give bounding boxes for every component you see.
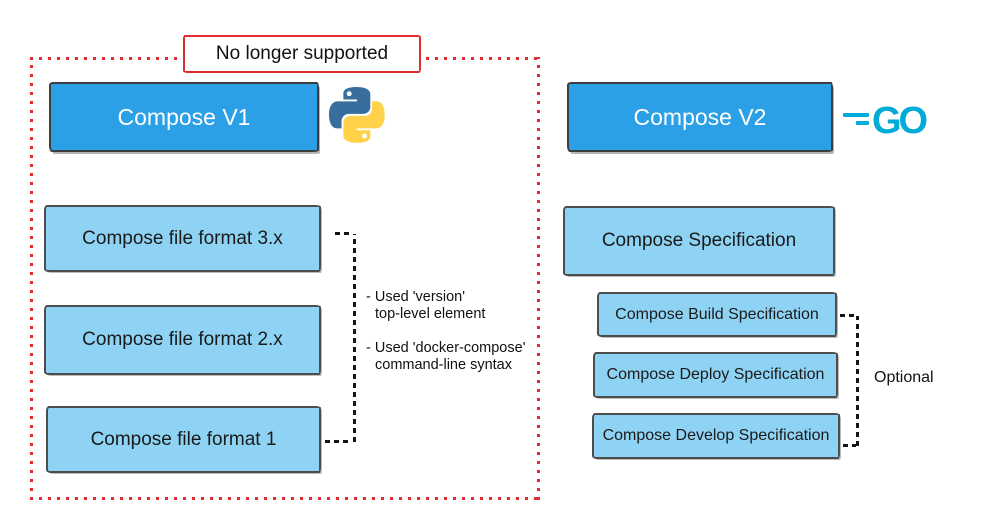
deprecated-region-border-right [537, 57, 540, 500]
compose-v1-header: Compose V1 [49, 82, 319, 152]
left-bracket-top-stub [335, 232, 352, 235]
note-docker-compose-line1: - Used 'docker-compose' [366, 340, 526, 357]
no-longer-supported-label: No longer supported [183, 35, 421, 73]
box-compose-specification: Compose Specification [563, 206, 835, 276]
box-compose-file-format-1-label: Compose file format 1 [90, 428, 277, 450]
right-bracket-top-stub [840, 314, 855, 317]
box-compose-deploy-specification: Compose Deploy Specification [593, 352, 838, 398]
box-compose-file-format-3x-label: Compose file format 3.x [82, 227, 283, 249]
note-version-line2: top-level element [375, 306, 486, 323]
right-bracket-line [856, 316, 859, 446]
python-icon [329, 86, 385, 144]
optional-label: Optional [874, 369, 934, 386]
note-docker-compose-line2: command-line syntax [375, 357, 512, 374]
note-docker-compose: - Used 'docker-compose' command-line syn… [366, 340, 546, 374]
go-speed-lines [843, 113, 869, 125]
no-longer-supported-text: No longer supported [215, 43, 389, 64]
box-compose-file-format-1: Compose file format 1 [46, 406, 321, 473]
right-bracket-bottom-stub [843, 444, 856, 447]
left-bracket-bottom-stub [325, 440, 352, 443]
deprecated-region-border-left [30, 57, 33, 500]
compose-v2-header: Compose V2 [567, 82, 833, 152]
go-icon: GO [843, 100, 928, 142]
left-bracket-line [353, 234, 356, 442]
compose-v1-title: Compose V1 [117, 103, 251, 130]
box-compose-develop-specification: Compose Develop Specification [592, 413, 840, 459]
go-logo-text: GO [872, 100, 928, 142]
deprecated-region-border-bottom [30, 497, 540, 500]
box-compose-build-specification-label: Compose Build Specification [615, 305, 819, 323]
box-compose-file-format-2x: Compose file format 2.x [44, 305, 321, 375]
v1-notes: - Used 'version' top-level element - Use… [366, 289, 546, 391]
box-compose-build-specification: Compose Build Specification [597, 292, 837, 337]
compose-v2-title: Compose V2 [633, 103, 767, 130]
box-compose-file-format-3x: Compose file format 3.x [44, 205, 321, 272]
box-compose-specification-label: Compose Specification [601, 230, 797, 251]
box-compose-deploy-specification-label: Compose Deploy Specification [606, 366, 825, 383]
box-compose-develop-specification-label: Compose Develop Specification [602, 427, 830, 444]
box-compose-file-format-2x-label: Compose file format 2.x [82, 329, 283, 350]
note-version-line1: - Used 'version' [366, 289, 466, 305]
note-version: - Used 'version' top-level element [366, 289, 546, 323]
